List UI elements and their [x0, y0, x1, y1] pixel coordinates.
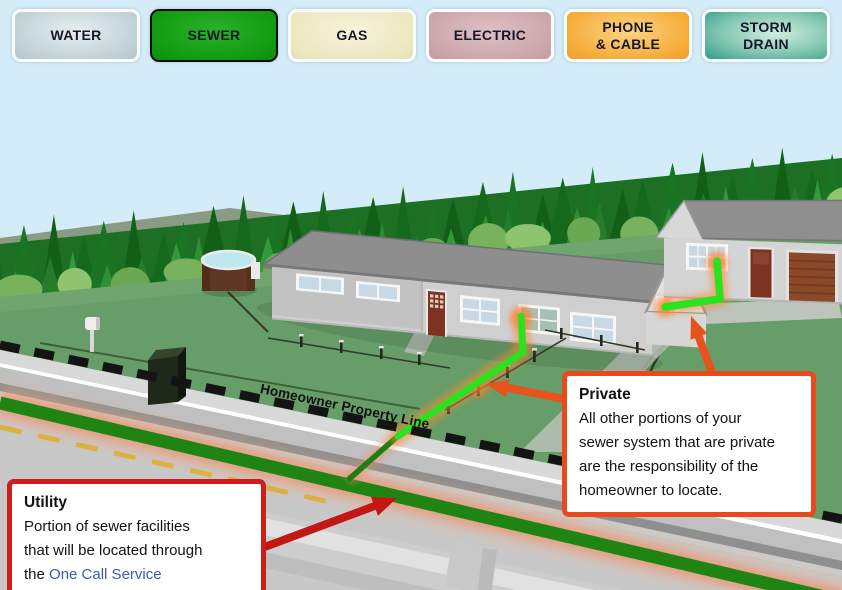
utility-callout-line-prefix: the [24, 566, 50, 583]
sewer-lateral-garage [655, 252, 728, 317]
front-door [426, 288, 447, 337]
tab-phone-cable[interactable]: PHONE & CABLE [564, 9, 692, 62]
sewer-lateral-utility-portion [343, 431, 403, 485]
house-window [356, 281, 400, 303]
tab-water[interactable]: WATER [12, 9, 140, 62]
utility-callout-line: the One Call Service [24, 563, 249, 587]
private-arrow-garage [690, 316, 716, 375]
private-callout-title: Private [579, 386, 631, 403]
tab-sewer-selected[interactable]: SEWER [150, 9, 278, 62]
private-callout-line: homeowner to locate. [579, 482, 723, 499]
water-tank [200, 249, 260, 297]
house-window [296, 273, 344, 295]
utility-callout: Utility Portion of sewer facilities that… [7, 479, 266, 590]
curbside-utility-box [148, 347, 186, 405]
tab-storm-drain[interactable]: STORM DRAIN [702, 9, 830, 62]
garage-entry-door [748, 246, 774, 298]
tab-electric[interactable]: ELECTRIC [426, 9, 554, 62]
utility-callout-title: Utility [24, 494, 68, 511]
utility-callout-line: that will be located through [24, 542, 203, 559]
private-callout: Private All other portions of your sewer… [562, 371, 816, 517]
private-callout-line: All other portions of your [579, 410, 742, 427]
garage [654, 199, 842, 305]
road-centerline [0, 424, 331, 505]
mailbox [85, 317, 100, 352]
house-window [460, 295, 500, 326]
sewer-main-locate-line [0, 383, 842, 590]
tank-pump [251, 262, 260, 279]
house [261, 230, 705, 357]
utility-callout-line: Portion of sewer facilities [24, 518, 190, 535]
sewer-lateral-house [389, 307, 532, 445]
garage-door [786, 249, 838, 303]
utility-type-tabbar: WATER SEWER GAS ELECTRIC PHONE & CABLE S… [0, 0, 842, 70]
private-arrow-house [486, 379, 565, 403]
private-callout-line: are the responsibility of the [579, 458, 759, 475]
tab-gas[interactable]: GAS [288, 9, 416, 62]
one-call-service-link[interactable]: One Call Service [49, 566, 162, 583]
private-callout-line: sewer system that are private [579, 434, 775, 451]
utility-arrow [260, 496, 397, 552]
